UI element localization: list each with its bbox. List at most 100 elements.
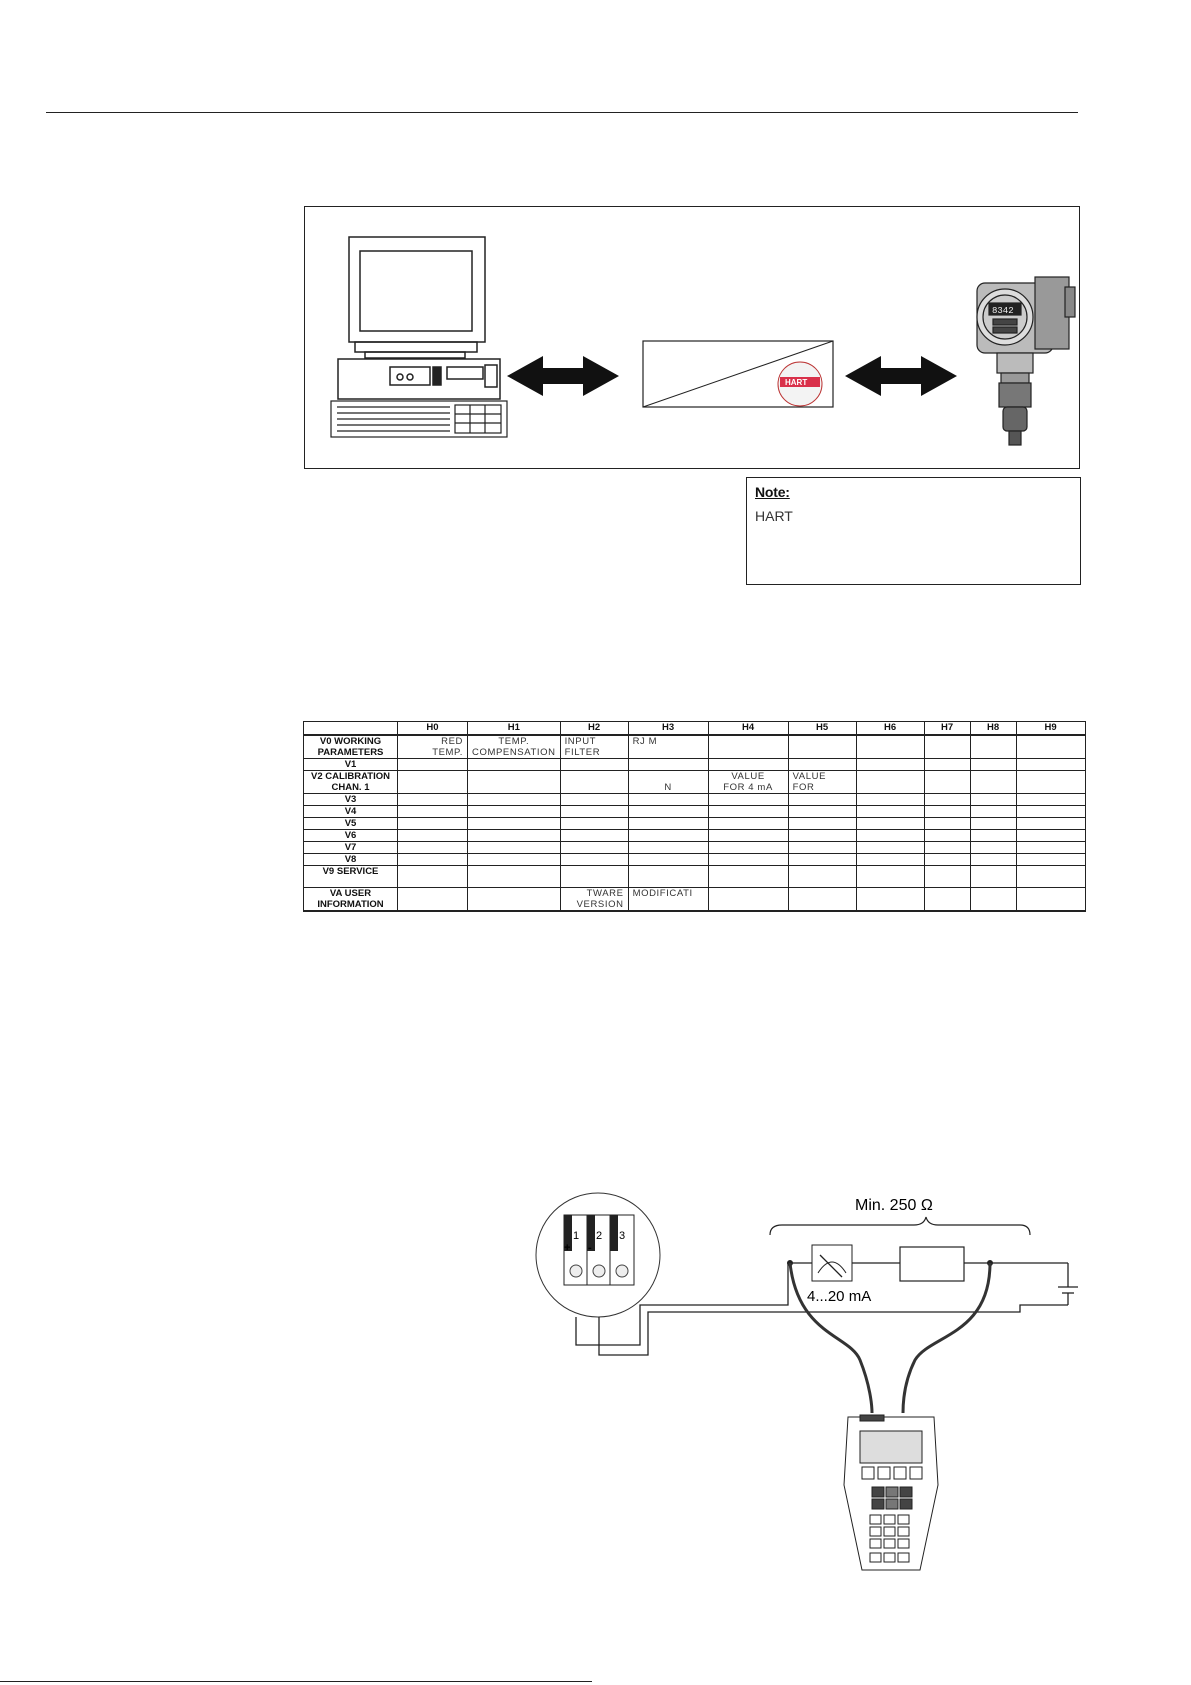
wiring-lines xyxy=(575,1262,1078,1356)
matrix-row-header: V4 xyxy=(303,805,398,818)
matrix-cell: MODIFICATI xyxy=(627,887,709,912)
matrix-cell xyxy=(467,853,561,866)
matrix-col-header: H5 xyxy=(787,721,857,736)
matrix-cell xyxy=(855,805,925,818)
matrix-col-header: H8 xyxy=(969,721,1017,736)
matrix-cell xyxy=(559,841,629,854)
matrix-cell xyxy=(923,887,971,912)
matrix-cell xyxy=(397,865,468,888)
matrix-row-header: V5 xyxy=(303,817,398,830)
matrix-row: V8 xyxy=(303,853,1086,866)
matrix-header-row: H0 H1 H2 H3 H4 H5 H6 H7 H8 H9 xyxy=(303,721,1086,736)
matrix-cell xyxy=(1015,841,1086,854)
matrix-cell xyxy=(707,853,789,866)
matrix-cell xyxy=(397,770,468,794)
matrix-cell xyxy=(1015,770,1086,794)
svg-text:8342: 8342 xyxy=(992,306,1014,316)
matrix-col-header: H0 xyxy=(397,721,468,736)
matrix-cell xyxy=(707,841,789,854)
matrix-cell xyxy=(923,865,971,888)
terminal-sign: - xyxy=(588,1242,592,1254)
matrix-cell xyxy=(707,793,789,806)
matrix-cell xyxy=(397,853,468,866)
matrix-cell: VALUE FOR xyxy=(787,770,857,794)
matrix-cell xyxy=(1015,829,1086,842)
matrix-cell: RJ M xyxy=(627,734,709,759)
matrix-cell xyxy=(627,793,709,806)
header-rule xyxy=(46,112,1078,113)
matrix-cell xyxy=(707,887,789,912)
matrix-row-header: V9 SERVICE xyxy=(303,865,398,888)
matrix-cell xyxy=(1015,805,1086,818)
matrix-cell: N xyxy=(627,770,709,794)
matrix-cell xyxy=(855,887,925,912)
brace-icon xyxy=(769,1216,1031,1236)
matrix-cell xyxy=(969,887,1017,912)
matrix-cell xyxy=(923,805,971,818)
matrix-row-header: V0 WORKING PARAMETERS xyxy=(303,734,398,759)
matrix-cell xyxy=(627,853,709,866)
matrix-cell xyxy=(855,793,925,806)
matrix-cell xyxy=(627,841,709,854)
resistor-icon xyxy=(899,1246,965,1282)
matrix-cell xyxy=(559,853,629,866)
matrix-cell xyxy=(969,793,1017,806)
figure-hart-communicator-wiring: 1 2 3 + - Min. 250 Ω 4...20 m xyxy=(520,1185,1090,1595)
matrix-cell xyxy=(627,758,709,771)
matrix-cell xyxy=(467,817,561,830)
matrix-cell xyxy=(923,817,971,830)
matrix-col-header: H4 xyxy=(707,721,789,736)
matrix-row-header: V2 CALIBRATION CHAN. 1 xyxy=(303,770,398,794)
matrix-cell xyxy=(855,817,925,830)
matrix-row: V5 xyxy=(303,817,1086,830)
terminal-label: 2 xyxy=(596,1230,602,1242)
pc-desktop-icon xyxy=(337,358,501,400)
matrix-cell xyxy=(923,841,971,854)
matrix-cell xyxy=(787,829,857,842)
note-title: Note: xyxy=(755,484,790,500)
matrix-cell xyxy=(855,734,925,759)
matrix-cell xyxy=(969,829,1017,842)
matrix-cell xyxy=(467,887,561,912)
matrix-cell xyxy=(923,770,971,794)
matrix-row-header: V8 xyxy=(303,853,398,866)
matrix-cell xyxy=(559,865,629,888)
footer-rule xyxy=(0,1681,592,1682)
matrix-cell xyxy=(707,817,789,830)
matrix-cell xyxy=(397,887,468,912)
matrix-cell xyxy=(855,841,925,854)
matrix-cell xyxy=(1015,853,1086,866)
matrix-cell xyxy=(397,817,468,830)
matrix-cell xyxy=(923,829,971,842)
matrix-col-header: H7 xyxy=(923,721,971,736)
matrix-cell xyxy=(969,865,1017,888)
matrix-cell xyxy=(397,758,468,771)
matrix-cell xyxy=(923,853,971,866)
matrix-cell xyxy=(397,805,468,818)
matrix-cell xyxy=(559,805,629,818)
matrix-row: V4 xyxy=(303,805,1086,818)
matrix-cell xyxy=(1015,865,1086,888)
matrix-row-header: V3 xyxy=(303,793,398,806)
matrix-cell xyxy=(969,734,1017,759)
matrix-cell xyxy=(467,865,561,888)
matrix-cell xyxy=(787,887,857,912)
matrix-cell xyxy=(1015,887,1086,912)
matrix-cell xyxy=(969,805,1017,818)
matrix-cell xyxy=(397,793,468,806)
matrix-cell xyxy=(1015,817,1086,830)
matrix-cell xyxy=(559,793,629,806)
matrix-cell xyxy=(969,770,1017,794)
matrix-cell xyxy=(467,841,561,854)
matrix-cell xyxy=(923,793,971,806)
matrix-cell xyxy=(627,829,709,842)
matrix-cell xyxy=(969,853,1017,866)
matrix-cell xyxy=(467,758,561,771)
communicator-cable xyxy=(901,1262,992,1414)
terminal-label: 3 xyxy=(619,1230,625,1242)
hart-logo-text: HART xyxy=(785,378,807,387)
matrix-cell xyxy=(467,770,561,794)
matrix-cell: RED TEMP. xyxy=(397,734,468,759)
